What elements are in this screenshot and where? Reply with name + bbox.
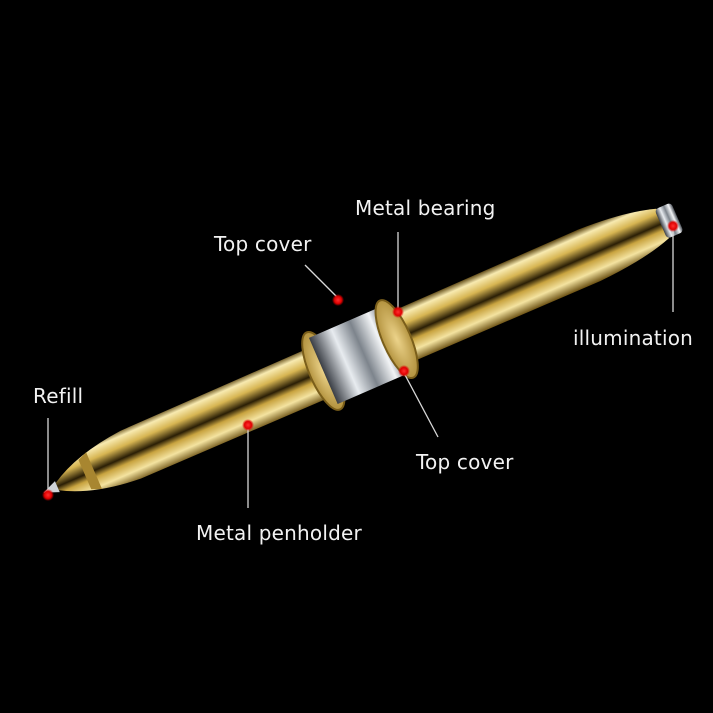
label-top-cover-upper: Top cover: [214, 232, 312, 256]
label-refill: Refill: [33, 384, 84, 408]
callout-markers: [42, 220, 679, 501]
label-illumination: illumination: [573, 326, 694, 350]
leader-lines: [47, 228, 674, 508]
label-metal-bearing: Metal bearing: [355, 196, 496, 220]
label-top-cover-lower: Top cover: [416, 450, 514, 474]
label-metal-penholder: Metal penholder: [196, 521, 362, 545]
